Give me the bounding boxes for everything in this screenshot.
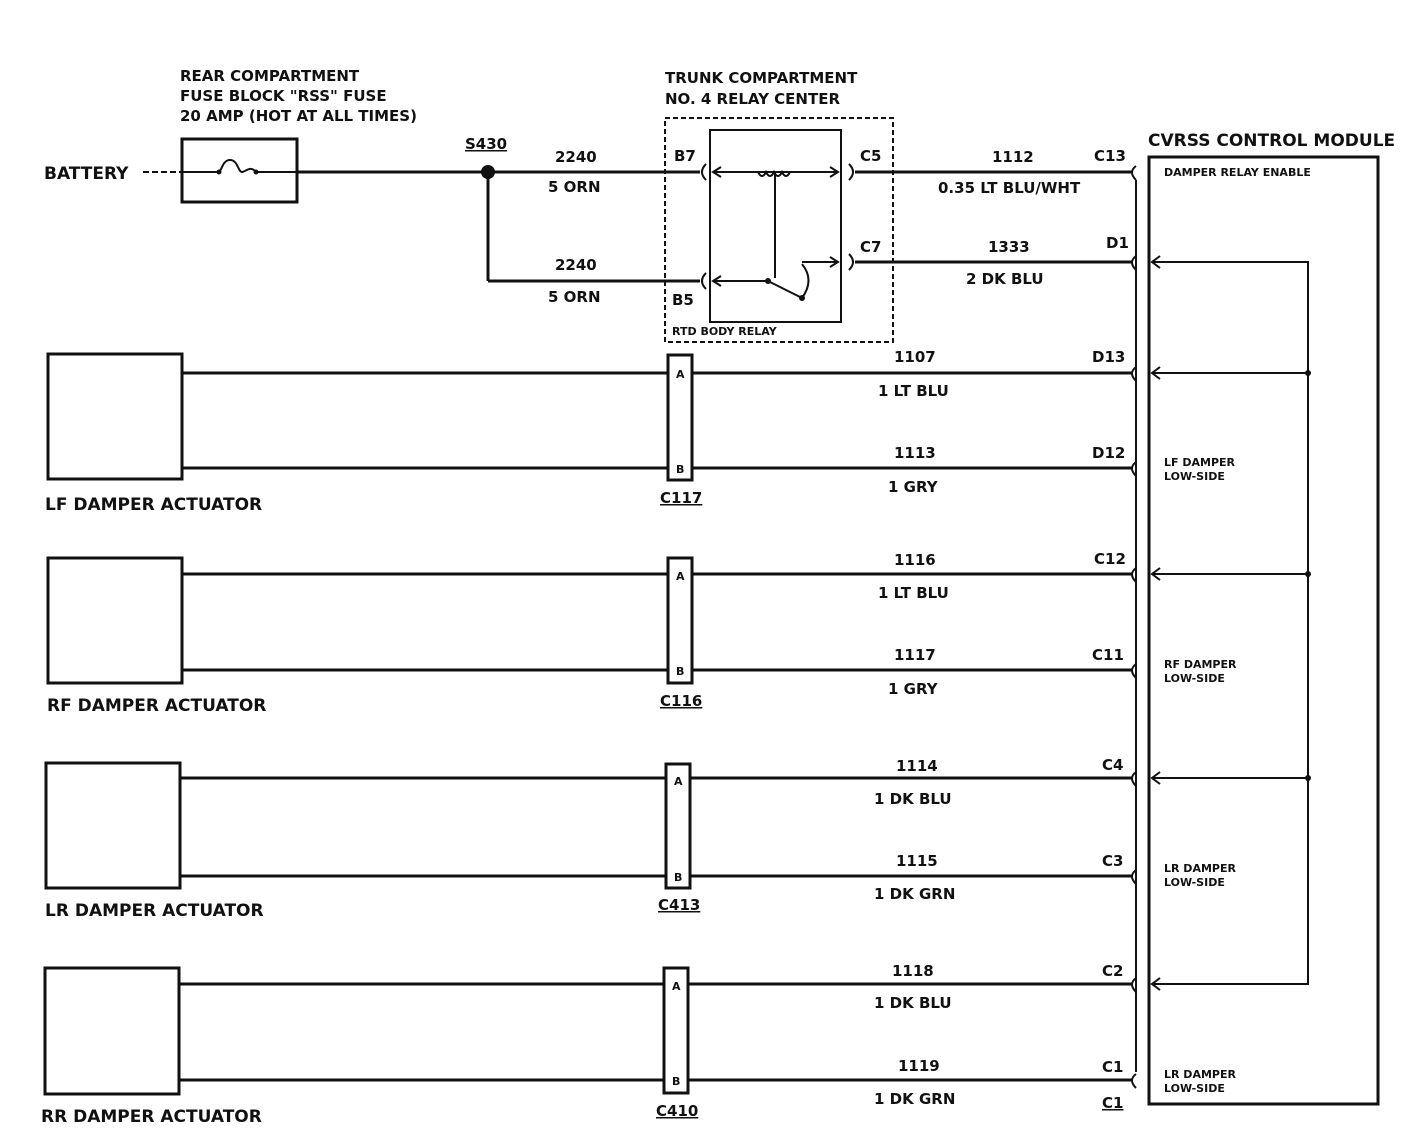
control-module: CVRSS CONTROL MODULE DAMPER RELAY ENABLE…	[1147, 131, 1395, 1106]
relay-center: TRUNK COMPARTMENT NO. 4 RELAY CENTER RTD…	[664, 69, 894, 343]
lf-wire-b: 1 GRY	[888, 478, 939, 496]
feed-wire-1: 5 ORN	[548, 178, 601, 196]
feed-circuit-2: 2240	[555, 256, 597, 274]
splice-label: S430	[465, 135, 507, 153]
connector-c413	[664, 762, 692, 890]
rr-wire-b: 1 DK GRN	[874, 1090, 955, 1108]
c116-label: C116	[660, 692, 702, 710]
relay-center-label-1: TRUNK COMPARTMENT	[665, 69, 858, 87]
module-pin-d1: D1	[1106, 234, 1129, 252]
c410-label: C410	[656, 1102, 698, 1120]
relay-out-circuit-1: 1112	[992, 148, 1034, 166]
lowside-lr-2: LOW-SIDE	[1164, 876, 1225, 889]
c117-pin-a: A	[676, 368, 685, 381]
relay-out-wire-2: 2 DK BLU	[966, 270, 1044, 288]
rr-circuit-a: 1118	[892, 962, 934, 980]
rf-circuit-a: 1116	[894, 551, 936, 569]
lf-circuit-b: 1113	[894, 444, 936, 462]
lr-module-pin-a: C4	[1102, 756, 1123, 774]
connector-c410	[662, 966, 690, 1095]
relay-out-circuit-2: 1333	[988, 238, 1030, 256]
rf-module-pin-a: C12	[1094, 550, 1126, 568]
relay-center-label-2: NO. 4 RELAY CENTER	[665, 90, 840, 108]
battery-label: BATTERY	[44, 164, 129, 184]
relay-name: RTD BODY RELAY	[672, 325, 778, 338]
relay-pin-c5: C5	[860, 147, 881, 165]
rf-damper-actuator	[46, 556, 184, 685]
rf-wire-b: 1 GRY	[888, 680, 939, 698]
lowside-rr-1: LR DAMPER	[1164, 1068, 1236, 1081]
module-pin-c13: C13	[1094, 147, 1126, 165]
rr-wire-a: 1 DK BLU	[874, 994, 952, 1012]
lf-damper-actuator	[46, 352, 184, 481]
fuse-block-label-3: 20 AMP (HOT AT ALL TIMES)	[180, 107, 417, 125]
feed-circuit-1: 2240	[555, 148, 597, 166]
c116-pin-a: A	[676, 570, 685, 583]
actuator-row-rr: RR DAMPER ACTUATOR A B C410 1118 1 DK BL…	[41, 962, 1132, 1127]
feed-wire-2: 5 ORN	[548, 288, 601, 306]
actuator-row-lr: LR DAMPER ACTUATOR A B C413 1114 1 DK BL…	[44, 756, 1132, 921]
rr-module-pin-b: C1	[1102, 1058, 1123, 1076]
relay-out-wire-1: 0.35 LT BLU/WHT	[938, 179, 1081, 197]
relay-pin-c7: C7	[860, 238, 881, 256]
lowside-lf-2: LOW-SIDE	[1164, 470, 1225, 483]
c413-pin-a: A	[674, 775, 683, 788]
lowside-lf-1: LF DAMPER	[1164, 456, 1236, 469]
c117-pin-b: B	[676, 463, 684, 476]
lowside-rf-1: RF DAMPER	[1164, 658, 1237, 671]
rr-damper-actuator	[43, 966, 181, 1096]
lf-actuator-label: LF DAMPER ACTUATOR	[45, 495, 262, 515]
lr-circuit-a: 1114	[896, 757, 938, 775]
rr-circuit-b: 1119	[898, 1057, 940, 1075]
connector-c117	[666, 353, 694, 482]
rr-actuator-label: RR DAMPER ACTUATOR	[41, 1107, 262, 1127]
c413-pin-b: B	[674, 871, 682, 884]
lr-wire-b: 1 DK GRN	[874, 885, 955, 903]
relay-switch-icon	[767, 280, 803, 299]
lr-module-pin-b: C3	[1102, 852, 1123, 870]
rf-actuator-label: RF DAMPER ACTUATOR	[47, 696, 266, 716]
fuse-block-label-2: FUSE BLOCK "RSS" FUSE	[180, 87, 387, 105]
c413-label: C413	[658, 896, 700, 914]
lowside-lr-1: LR DAMPER	[1164, 862, 1236, 875]
fuse-block-label-1: REAR COMPARTMENT	[180, 67, 360, 85]
connector-c116	[666, 556, 694, 685]
lr-circuit-b: 1115	[896, 852, 938, 870]
relay-pin-b5: B5	[672, 291, 694, 309]
rf-module-pin-b: C11	[1092, 646, 1124, 664]
lf-module-pin-b: D12	[1092, 444, 1125, 462]
module-bottom-pin-label: C1	[1102, 1094, 1123, 1112]
c117-label: C117	[660, 489, 702, 507]
c410-pin-a: A	[672, 980, 681, 993]
lf-wire-a: 1 LT BLU	[878, 382, 949, 400]
lf-module-pin-a: D13	[1092, 348, 1125, 366]
rr-module-pin-a: C2	[1102, 962, 1123, 980]
lf-circuit-a: 1107	[894, 348, 936, 366]
lowside-rf-2: LOW-SIDE	[1164, 672, 1225, 685]
actuator-row-lf: LF DAMPER ACTUATOR A B C117 1107 1 LT BL…	[45, 348, 1132, 515]
actuator-row-rf: RF DAMPER ACTUATOR A B C116 1116 1 LT BL…	[46, 550, 1132, 716]
lr-actuator-label: LR DAMPER ACTUATOR	[45, 901, 264, 921]
lr-damper-actuator	[44, 761, 182, 890]
lowside-rr-2: LOW-SIDE	[1164, 1082, 1225, 1095]
rf-circuit-b: 1117	[894, 646, 936, 664]
damper-relay-enable-label: DAMPER RELAY ENABLE	[1164, 166, 1311, 179]
fuse-block: REAR COMPARTMENT FUSE BLOCK "RSS" FUSE 2…	[180, 67, 417, 204]
c116-pin-b: B	[676, 665, 684, 678]
lr-wire-a: 1 DK BLU	[874, 790, 952, 808]
rf-wire-a: 1 LT BLU	[878, 584, 949, 602]
relay-pin-b7: B7	[674, 147, 696, 165]
c410-pin-b: B	[672, 1075, 680, 1088]
fuse-icon	[182, 158, 297, 174]
module-title: CVRSS CONTROL MODULE	[1148, 131, 1395, 151]
